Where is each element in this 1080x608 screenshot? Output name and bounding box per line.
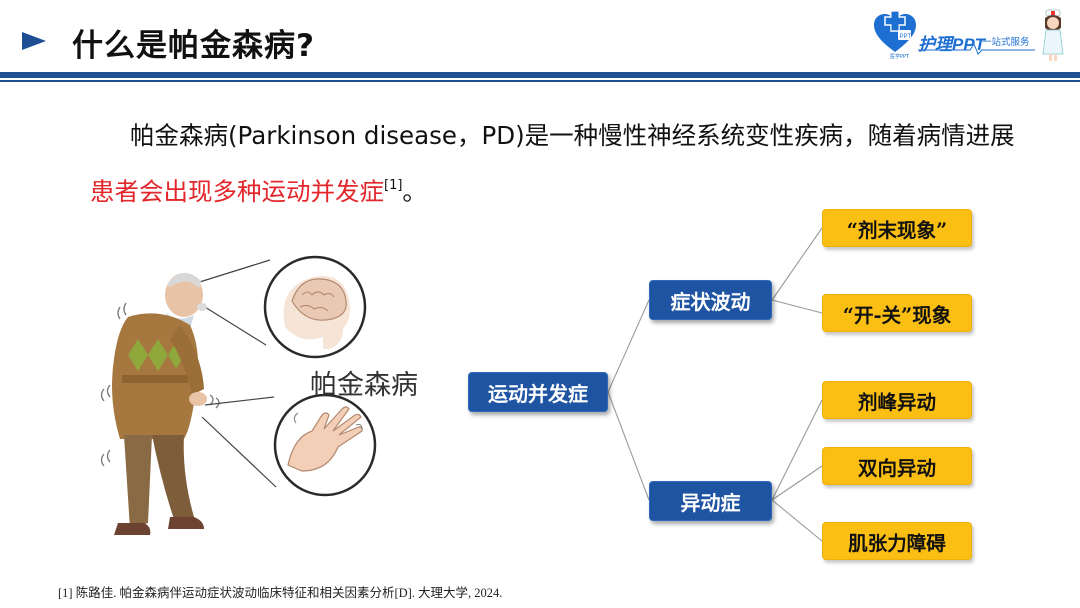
slide-header: 什么是帕金森病? PPT 护理PPT 一站式服务 医学PPT [0,0,1080,82]
logo-sub-text: 医学PPT [890,54,910,60]
svg-text:PPT: PPT [900,34,912,40]
citation-marker: [1] [384,178,403,193]
reference-footnote: [1] 陈路佳. 帕金森病伴运动症状波动临床特征和相关因素分析[D]. 大理大学… [58,586,503,600]
brand-logo: PPT 护理PPT 一站式服务 医学PPT [870,8,1070,64]
connector-root-to-fluctuation [607,299,650,393]
connector-dyskinesia-to-peak [771,399,823,501]
parkinson-illustration: 帕金森病 [70,255,470,560]
mindmap-node-dyskinesia: 异动症 [649,481,772,521]
connector-fluctuation-to-wearing-off [771,227,823,301]
intro-paragraph: 帕金森病(Parkinson disease，PD)是一种慢性神经系统变性疾病，… [90,108,1030,220]
connector-root-to-dyskinesia [607,391,650,501]
nurse-icon [1042,9,1064,61]
mindmap-leaf-wearing-off: “剂末现象” [822,209,972,247]
intro-text: 帕金森病(Parkinson disease，PD)是一种慢性神经系统变性疾病，… [130,121,1015,150]
mindmap-leaf-peak-dose: 剂峰异动 [822,381,972,419]
mindmap-leaf-biphasic: 双向异动 [822,447,972,485]
ecg-line-icon [918,42,1035,55]
logo-slogan-text: 一站式服务 [982,37,1030,48]
illustration-label: 帕金森病 [310,370,418,401]
intro-end: 。 [402,177,427,206]
header-divider-thick [0,72,1080,78]
play-triangle-icon [22,32,46,50]
mindmap-leaf-dystonia: 肌张力障碍 [822,522,972,560]
logo-brand-text: 护理PPT [918,35,986,54]
mindmap-leaf-on-off: “开-关”现象 [822,294,972,332]
heart-cross-icon: PPT [874,10,916,52]
connector-dyskinesia-to-dystonia [771,499,823,542]
slide-title: 什么是帕金森病? [72,28,315,64]
intro-highlight: 患者会出现多种运动并发症 [90,177,384,206]
mindmap-root-node: 运动并发症 [468,372,608,412]
header-divider-thin [0,80,1080,82]
mindmap-node-symptom-fluctuation: 症状波动 [649,280,772,320]
connector-dyskinesia-to-biphasic [771,465,823,501]
connector-fluctuation-to-on-off [771,299,823,314]
elderly-man-figure [100,255,377,535]
